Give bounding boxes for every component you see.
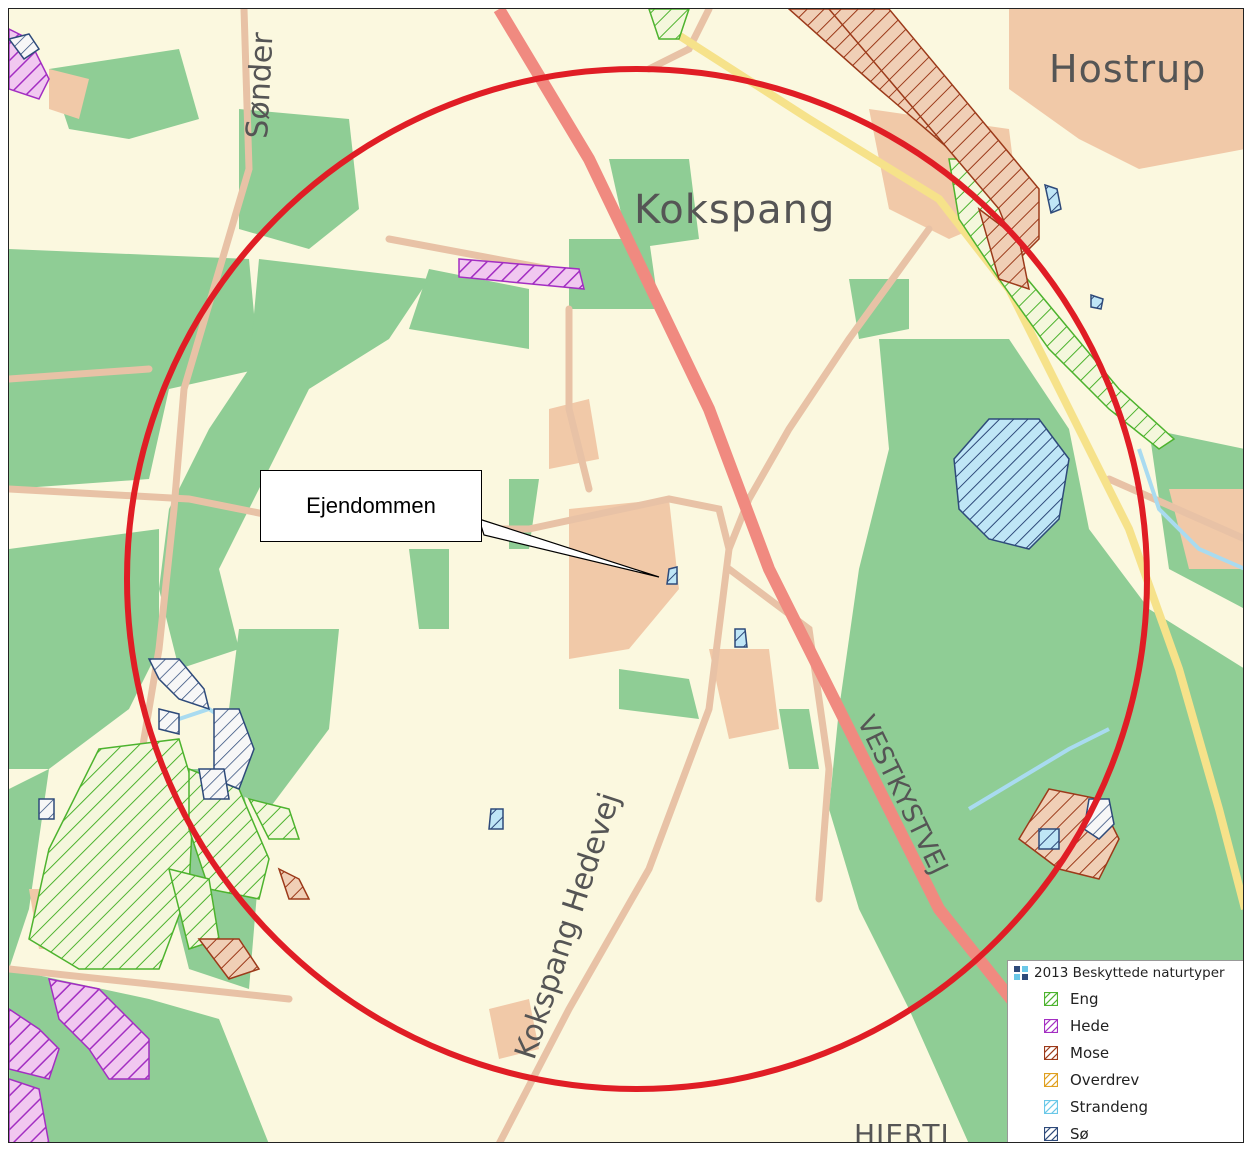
legend-item-label: Overdrev [1070,1070,1140,1089]
legend-item-label: Sø [1070,1124,1089,1143]
legend-swatch [1044,1045,1058,1060]
map-frame[interactable]: Hostrup Kokspang HJERTI Sønder Kokspang … [8,8,1244,1143]
legend-swatch [1044,1072,1058,1087]
legend-item: Eng [1008,985,1243,1012]
legend-item: Strandeng [1008,1093,1243,1120]
minor-roads [9,9,1243,1142]
place-label-hostrup: Hostrup [1049,47,1206,91]
legend-item: Mose [1008,1039,1243,1066]
legend-title: 2013 Beskyttede naturtyper [1034,965,1225,981]
legend-swatch [1044,991,1058,1006]
legend-item: Sø [1008,1120,1243,1143]
legend-item: Hede [1008,1012,1243,1039]
legend-item-label: Mose [1070,1043,1110,1062]
legend-item-label: Hede [1070,1016,1110,1035]
place-label-hjerting: HJERTI [854,1118,950,1143]
road-label-sonder: Sønder [240,31,281,140]
property-callout: Ejendommen [260,470,482,542]
callout-label: Ejendommen [306,493,436,518]
layer-icon [1014,966,1028,980]
main-road [493,9,1024,1013]
so-areas-west [9,33,1115,840]
map-canvas[interactable]: Hostrup Kokspang HJERTI Sønder Kokspang … [9,9,1244,1143]
place-label-kokspang: Kokspang [634,187,835,233]
legend-swatch [1044,1126,1058,1141]
regional-road [666,25,1243,911]
legend-item-label: Strandeng [1070,1097,1149,1116]
buffer-circle [124,66,1150,1092]
legend-item: Overdrev [1008,1066,1243,1093]
legend-item-label: Eng [1070,989,1099,1008]
so-areas [488,183,1104,850]
legend-title-row: 2013 Beskyttede naturtyper [1008,961,1243,985]
legend-swatch [1044,1018,1058,1033]
legend-swatch [1044,1099,1058,1114]
